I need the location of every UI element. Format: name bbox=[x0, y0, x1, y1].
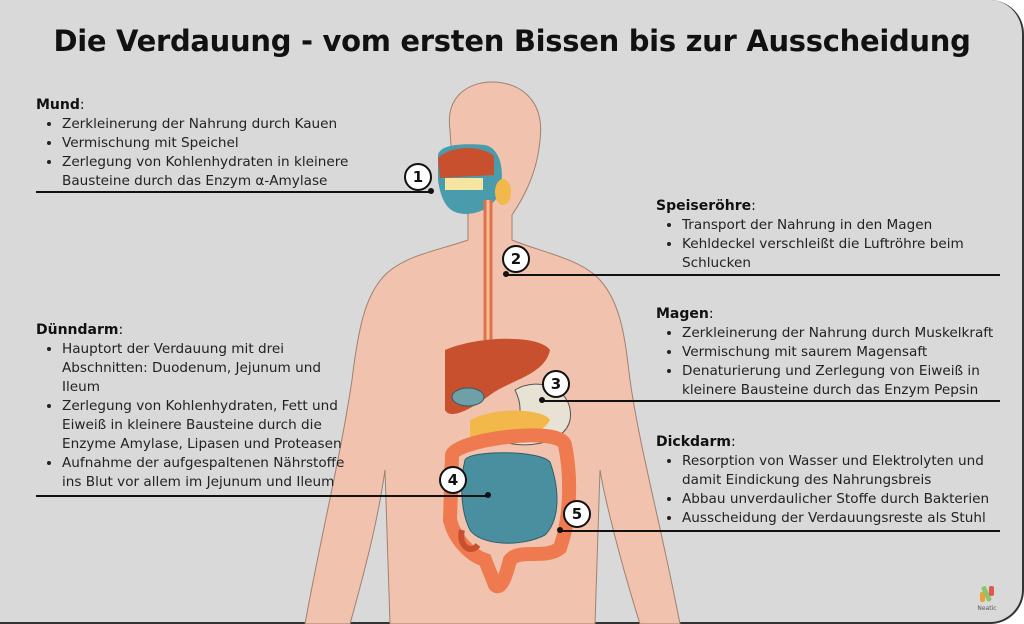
section-heading: Mund bbox=[36, 97, 80, 113]
pointer-dot bbox=[557, 527, 563, 533]
pointer-dot bbox=[428, 188, 434, 194]
number-marker: 5 bbox=[563, 500, 591, 528]
list-item: Transport der Nahrung in den Magen bbox=[682, 216, 982, 235]
logo-text: Neatic bbox=[977, 605, 997, 612]
section-heading: Magen bbox=[656, 306, 709, 322]
teeth bbox=[445, 178, 483, 190]
section-magen: Magen: Zerkleinerung der Nahrung durch M… bbox=[656, 305, 993, 400]
section-heading: Speiseröhre bbox=[656, 198, 752, 214]
pointer-dot bbox=[503, 271, 509, 277]
pointer-line bbox=[506, 274, 1000, 276]
list-item: Denaturierung und Zerlegung von Eiweiß i… bbox=[682, 362, 992, 400]
section-heading: Dünndarm bbox=[36, 322, 119, 338]
section-duenndarm: Dünndarm: Hauptort der Verdauung mit dre… bbox=[36, 321, 352, 492]
list-item: Resorption von Wasser und Elektrolyten u… bbox=[682, 452, 1002, 490]
neatic-logo-icon bbox=[980, 586, 994, 602]
list-item: Hauptort der Verdauung mit drei Abschnit… bbox=[62, 340, 347, 397]
section-mund: Mund: Zerkleinerung der Nahrung durch Ka… bbox=[36, 96, 372, 191]
pointer-line bbox=[36, 495, 488, 497]
appendix bbox=[458, 529, 481, 552]
gallbladder bbox=[451, 387, 485, 407]
page-title: Die Verdauung - vom ersten Bissen bis zu… bbox=[53, 24, 971, 58]
list-item: Kehldeckel verschleißt die Luftröhre bei… bbox=[682, 235, 982, 273]
number-marker: 4 bbox=[439, 466, 467, 494]
salivary-gland bbox=[495, 179, 511, 205]
section-heading: Dickdarm bbox=[656, 434, 731, 450]
large-intestine bbox=[442, 428, 577, 594]
section-speiseroehre: Speiseröhre: Transport der Nahrung in de… bbox=[656, 197, 982, 273]
pointer-line bbox=[36, 191, 431, 193]
list-item: Abbau unverdaulicher Stoffe durch Bakter… bbox=[682, 490, 1002, 509]
pointer-line bbox=[560, 530, 1000, 532]
pointer-dot bbox=[539, 397, 545, 403]
list-item: Zerkleinerung der Nahrung durch Muskelkr… bbox=[682, 324, 993, 343]
pointer-dot bbox=[485, 492, 491, 498]
list-item: Ausscheidung der Verdauungsreste als Stu… bbox=[682, 509, 1002, 528]
number-marker: 3 bbox=[542, 370, 570, 398]
list-item: Aufnahme der aufgespaltenen Nährstoffe i… bbox=[62, 454, 352, 492]
section-dickdarm: Dickdarm: Resorption von Wasser und Elek… bbox=[656, 433, 1002, 528]
small-intestine bbox=[461, 452, 558, 544]
pointer-line bbox=[542, 400, 1000, 402]
list-item: Zerkleinerung der Nahrung durch Kauen bbox=[62, 115, 372, 134]
list-item: Zerlegung von Kohlenhydraten, Fett und E… bbox=[62, 397, 352, 454]
number-marker: 1 bbox=[404, 163, 432, 191]
list-item: Zerlegung von Kohlenhydraten in kleinere… bbox=[62, 153, 372, 191]
nasal-cavity bbox=[438, 147, 494, 178]
list-item: Vermischung mit Speichel bbox=[62, 134, 372, 153]
number-marker: 2 bbox=[502, 245, 530, 273]
neatic-logo: Neatic bbox=[975, 585, 999, 612]
list-item: Vermischung mit saurem Magensaft bbox=[682, 343, 993, 362]
